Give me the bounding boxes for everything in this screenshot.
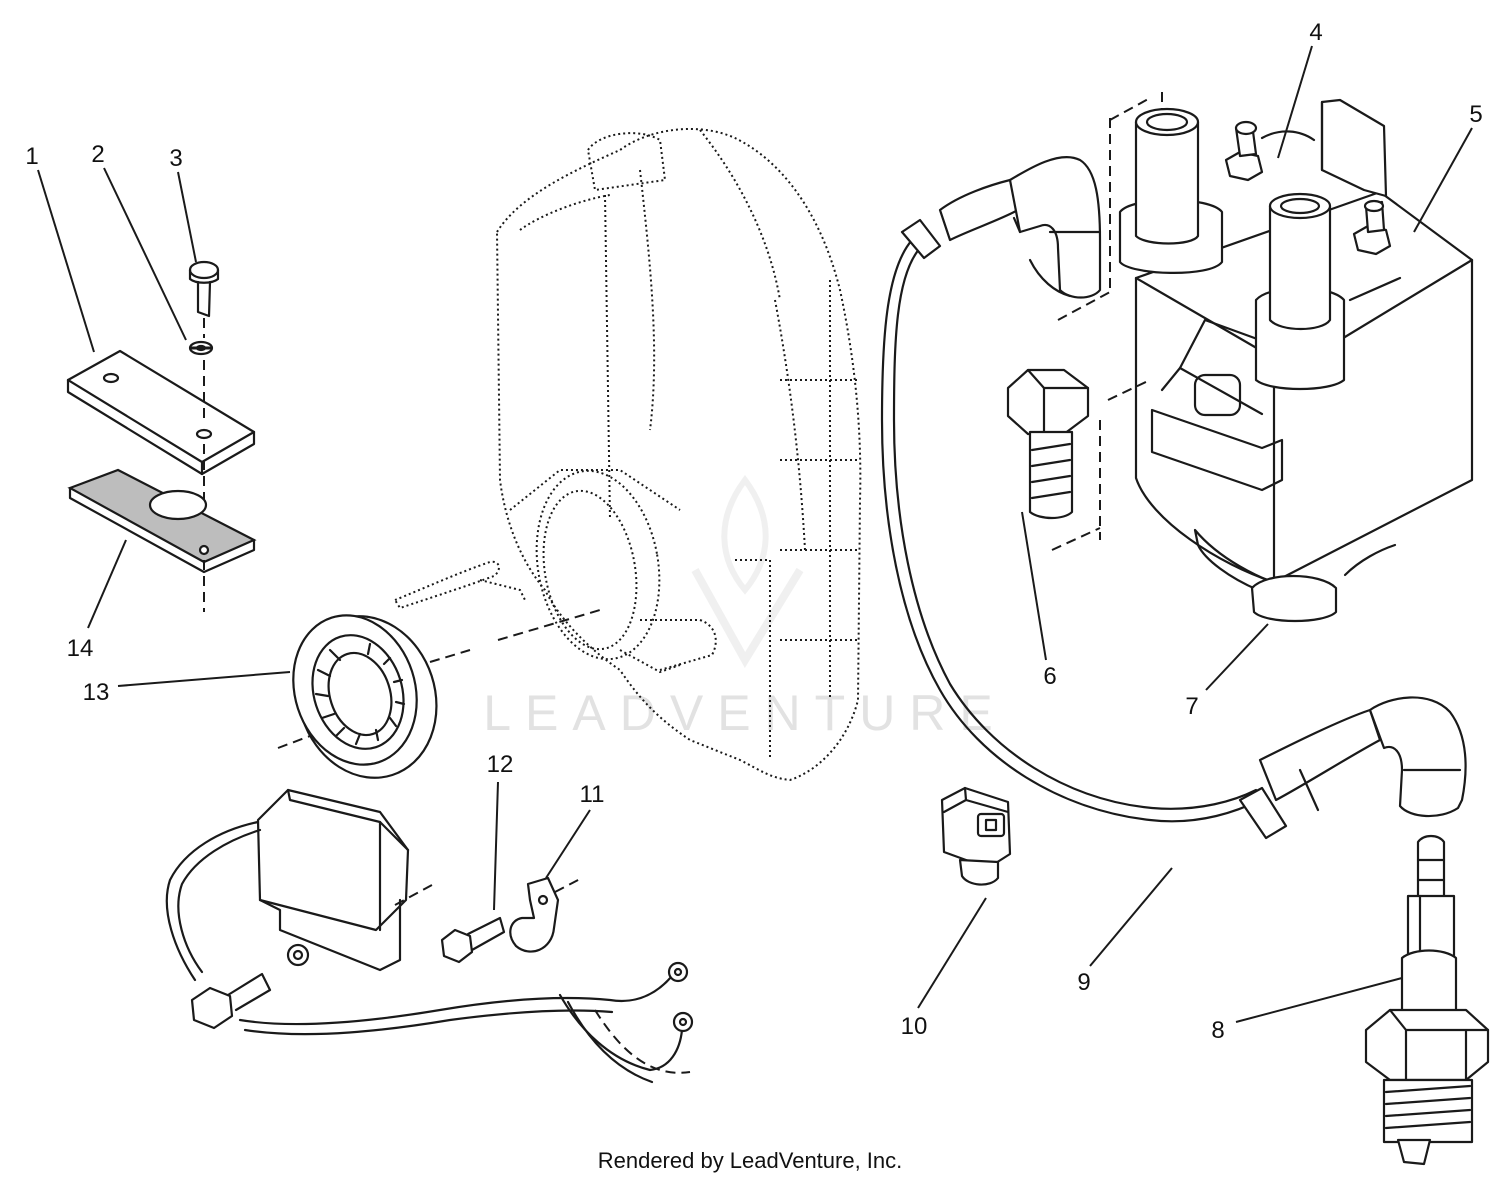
callout-6: 6 [1043,663,1056,690]
part-clamp-screw[interactable] [440,916,506,964]
part-spark-plug[interactable] [1364,834,1490,1166]
watermark-logo [691,474,804,668]
callout-14: 14 [67,635,94,662]
assembly-line-coil-top [1057,92,1163,321]
callout-11: 11 [580,781,605,808]
part-gasket[interactable] [67,468,257,574]
part-module-bolt[interactable] [190,943,310,1030]
callout-1: 1 [25,143,38,170]
watermark: LEADVENTURE [483,474,1007,741]
callout-7: 7 [1185,693,1198,720]
callout-8: 8 [1211,1017,1224,1044]
assembly-line-seal [277,609,601,749]
callout-4: 4 [1309,19,1322,46]
callout-3: 3 [169,145,182,172]
part-oil-seal[interactable] [274,598,457,796]
part-spark-plug-lead[interactable] [880,156,1467,840]
part-ignition-module[interactable] [256,788,433,972]
part-coil-boot[interactable] [1250,574,1338,623]
part-blower-housing [393,128,862,782]
footer-credit: Rendered by LeadVenture, Inc. [598,1148,903,1173]
part-mounting-plate[interactable] [66,349,256,476]
part-lock-washer[interactable] [188,340,214,356]
callout-13: 13 [83,679,110,706]
assembly-line-coil-bolt [1051,379,1151,551]
callout-2: 2 [91,141,104,168]
part-wire-clamp[interactable] [509,876,583,953]
part-connector[interactable] [940,786,1012,886]
part-coil-bolt[interactable] [1006,368,1090,520]
callout-5: 5 [1469,101,1482,128]
watermark-text: LEADVENTURE [483,685,1007,741]
callout-9: 9 [1077,969,1090,996]
leader-lines [37,45,1473,1023]
part-wiring-harness[interactable] [165,820,694,1084]
part-ignition-coil[interactable] [1118,98,1474,602]
callout-12: 12 [487,751,514,778]
callout-labels: 1 2 3 4 5 6 7 8 9 10 11 12 13 14 [25,19,1482,1044]
callout-10: 10 [901,1013,928,1040]
part-screw[interactable] [188,260,220,318]
